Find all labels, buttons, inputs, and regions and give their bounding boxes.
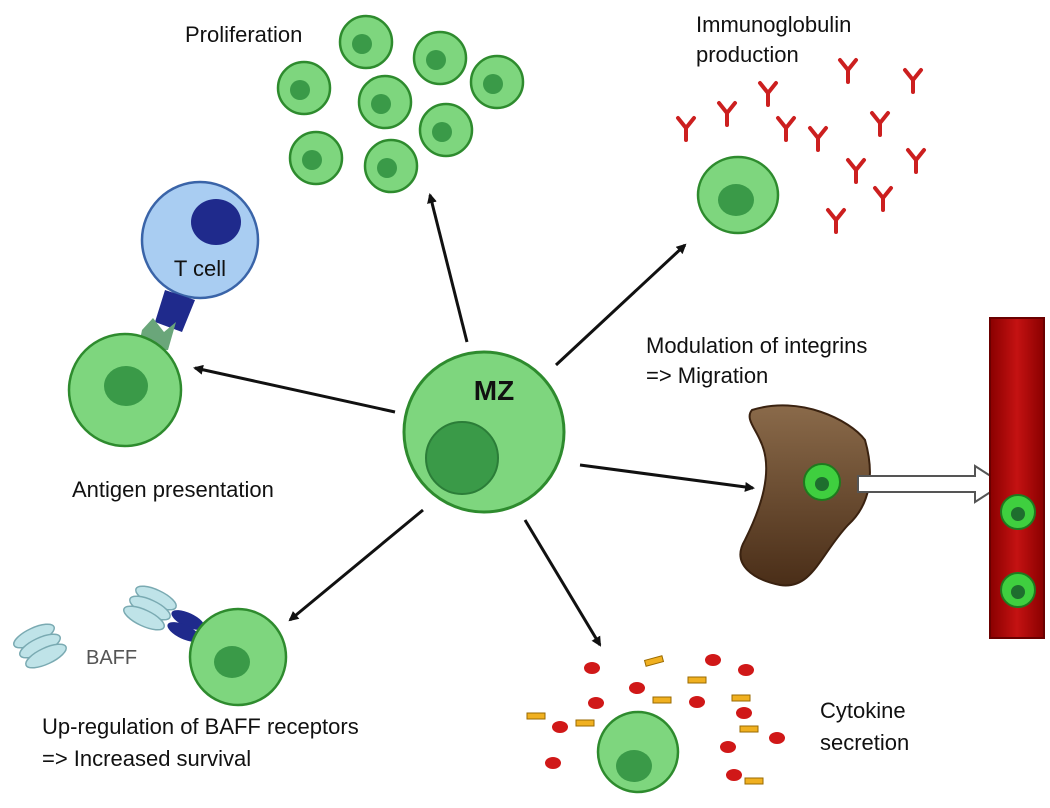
immunoglobulin-label-line1: Immunoglobulin: [696, 12, 851, 37]
baff-group: BAFF Up-regulation of BAFF receptors => …: [13, 585, 359, 771]
antibody-icon: [808, 126, 828, 152]
cytokine-bar-icon: [731, 694, 751, 702]
cytokine-bar-icon: [575, 719, 595, 727]
immunoglobulin-group: Immunoglobulin production: [676, 12, 926, 235]
proliferating-cell: [418, 102, 474, 158]
cytokine-bar-icon: [526, 712, 546, 720]
cytokine-dot-icon: [726, 769, 742, 781]
cytokine-secreting-cell: [596, 710, 680, 794]
t-cell: T cell: [140, 180, 260, 300]
mz-cell: MZ: [402, 350, 566, 514]
baff-icon: [13, 623, 67, 669]
arrow-migration: [579, 463, 755, 492]
cytokine-dot-icon: [738, 664, 754, 676]
antigen-label: Antigen presentation: [72, 477, 274, 502]
antibody-icon: [870, 111, 890, 137]
arrow-cytokine: [523, 519, 602, 647]
cytokine-bar-icon: [739, 725, 759, 733]
plasma-cell: [696, 155, 780, 235]
cytokine-icons: [526, 654, 785, 785]
cytokine-dot-icon: [545, 757, 561, 769]
baff-label: BAFF: [86, 647, 137, 669]
antibody-icon: [873, 186, 893, 212]
antibody-icon: [838, 58, 858, 84]
mz-label: MZ: [474, 375, 514, 406]
arrow-antigen: [193, 364, 396, 414]
upregulation-label-line2: => Increased survival: [42, 746, 251, 771]
vessel-cell: [1000, 572, 1036, 608]
cytokine-dot-icon: [705, 654, 721, 666]
tcr-receptor-icon: [155, 290, 195, 332]
cytokine-label-line1: Cytokine: [820, 698, 906, 723]
cytokine-dot-icon: [588, 697, 604, 709]
cytokine-dot-icon: [736, 707, 752, 719]
cytokine-group: Cytokine secretion: [526, 654, 909, 794]
antibody-icon: [903, 68, 923, 94]
t-cell-label: T cell: [174, 256, 226, 281]
cytokine-dot-icon: [769, 732, 785, 744]
dendritic-cell-icon: [739, 404, 871, 587]
antibody-icon: [826, 208, 846, 234]
arrows: [193, 193, 755, 647]
migrating-cell: [803, 463, 841, 501]
cytokine-bar-icon: [687, 676, 707, 684]
proliferating-cell: [363, 138, 419, 194]
vessel-cell: [1000, 494, 1036, 530]
antibody-icon: [906, 148, 926, 174]
proliferating-cell: [412, 30, 468, 86]
baff-responsive-cell: [188, 607, 288, 707]
proliferating-cell: [276, 60, 332, 116]
immunoglobulin-label-line2: production: [696, 42, 799, 67]
cytokine-label-line2: secretion: [820, 730, 909, 755]
migration-group: Modulation of integrins => Migration: [646, 317, 1045, 639]
upregulation-label-line1: Up-regulation of BAFF receptors: [42, 714, 359, 739]
arrow-immunoglobulin: [554, 243, 687, 367]
apc-cell: [67, 332, 183, 448]
antibody-icon: [776, 116, 796, 142]
antigen-presentation-group: T cell Antigen presentation: [67, 180, 274, 502]
antibody-icon: [717, 101, 737, 127]
proliferating-cell: [338, 14, 394, 70]
proliferation-label: Proliferation: [185, 22, 302, 47]
cytokine-dot-icon: [689, 696, 705, 708]
proliferation-cluster: Proliferation: [185, 14, 525, 194]
modulation-label-line1: Modulation of integrins: [646, 333, 867, 358]
baff-bound-icon: [123, 585, 177, 631]
migration-arrow-icon: [857, 464, 1005, 504]
baff-receptor-icon: [167, 610, 205, 642]
cytokine-dot-icon: [584, 662, 600, 674]
proliferating-cell: [469, 54, 525, 110]
antibody-icon: [758, 81, 778, 107]
arrow-proliferation: [427, 193, 469, 343]
cytokine-dot-icon: [720, 741, 736, 753]
proliferating-cell: [357, 74, 413, 130]
antibody-icon: [676, 116, 696, 142]
cytokine-bar-icon: [643, 655, 665, 667]
cytokine-bar-icon: [744, 777, 764, 785]
antibody-icon: [846, 158, 866, 184]
cytokine-bar-icon: [652, 696, 672, 704]
proliferating-cell: [288, 130, 344, 186]
modulation-label-line2: => Migration: [646, 363, 768, 388]
arrow-baff: [288, 508, 424, 622]
cytokine-dot-icon: [552, 721, 568, 733]
cytokine-dot-icon: [629, 682, 645, 694]
